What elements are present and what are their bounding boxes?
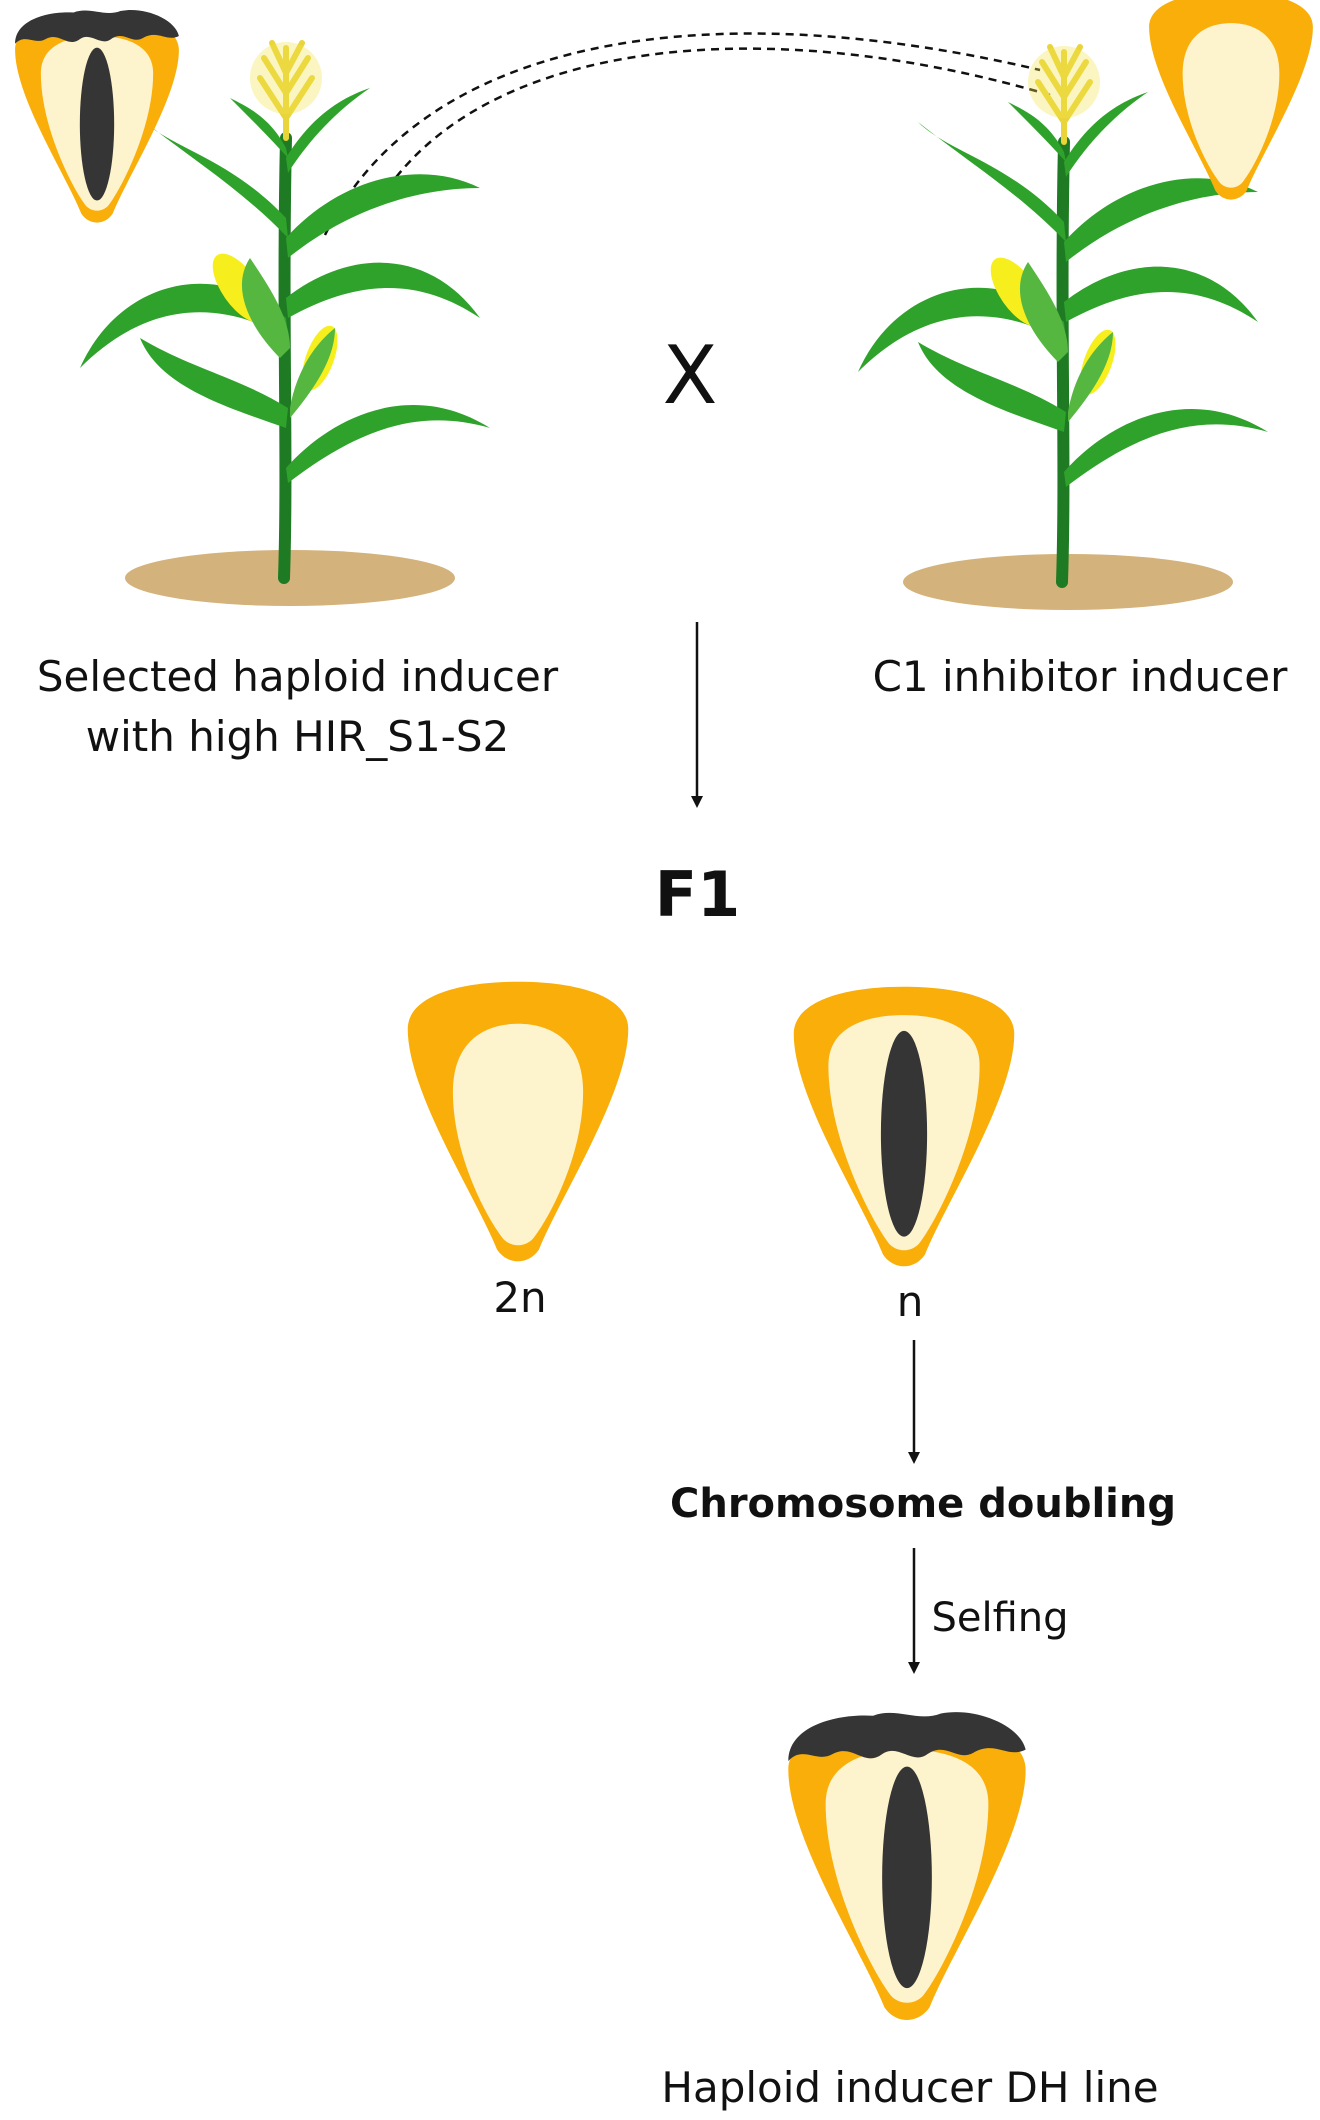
cross-symbol: X — [662, 329, 718, 422]
parent-right-label: C1 inhibitor inducer — [872, 652, 1288, 701]
result-label: Haploid inducer DH line — [661, 2063, 1159, 2112]
kernel-icon — [1149, 0, 1313, 200]
kernel-haploid-label: n — [896, 1277, 924, 1326]
kernel-icon — [407, 981, 629, 1262]
kernel-icon — [788, 1712, 1026, 2021]
kernel-icon — [793, 986, 1015, 1267]
kernel-diploid-label: 2n — [493, 1273, 547, 1322]
step-doubling-label: Chromosome doubling — [670, 1481, 1176, 1527]
pollination-arc-icon — [323, 32, 1051, 236]
generation-label: F1 — [654, 858, 741, 931]
kernel-icon — [15, 10, 179, 223]
step-selfing-label: Selfing — [931, 1595, 1069, 1641]
parent-left-label-line2: with high HIR_S1-S2 — [85, 712, 510, 761]
parent-left-label-line1: Selected haploid inducer — [36, 652, 559, 701]
